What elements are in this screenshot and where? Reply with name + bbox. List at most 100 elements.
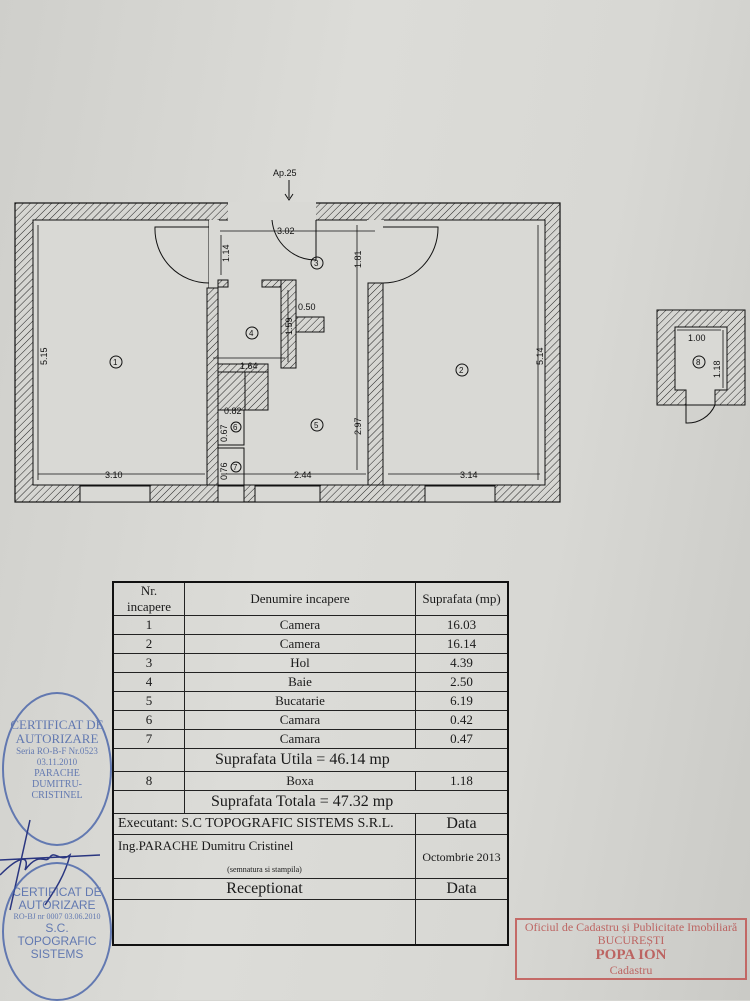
dim-box-height: 1.18 [712, 360, 722, 378]
dim-box-width: 1.00 [688, 333, 706, 343]
area-table: Nr. incapere Denumire incapere Suprafata… [112, 581, 509, 946]
storage-box-door [685, 404, 716, 424]
room1-door [154, 226, 210, 284]
room-number: 5 [314, 421, 319, 430]
window [254, 485, 321, 503]
room-number: 4 [249, 329, 254, 338]
entrance-arrow-icon [284, 193, 294, 201]
stamp-title: CERTIFICAT DE AUTORIZARE [12, 885, 102, 912]
total-area-row: Suprafata Totala = 47.32 mp [112, 790, 509, 814]
total-area: Suprafata Totala = 47.32 mp [184, 790, 509, 814]
cadastre-office-stamp: Oficiul de Cadastru și Publicitate Imobi… [515, 918, 747, 980]
room-number: 6 [233, 423, 238, 432]
stamp-name: PARACHE DUMITRU-CRISTINEL [31, 768, 83, 801]
stamp-line: POPA ION [595, 947, 667, 963]
room-number: 8 [696, 358, 701, 367]
dim-room1-height: 5.15 [39, 347, 49, 365]
dim-room2-width: 3.14 [460, 470, 478, 480]
cell-nr: 3 [112, 653, 185, 673]
stamp-date: 03.11.2010 [36, 757, 78, 767]
engineer-name: Ing.PARACHE Dumitru Cristinel [118, 838, 294, 853]
received-label: Receptionat [112, 878, 416, 900]
stamp-title: CERTIFICAT DE AUTORIZARE [10, 717, 104, 746]
cell-nr: 5 [112, 691, 185, 711]
empty-row [112, 899, 509, 946]
room-number-markers: 1 2 3 4 5 6 7 8 [109, 256, 706, 473]
cell-name: Hol [184, 653, 416, 673]
entrance-door [271, 219, 317, 261]
cell-area: 0.47 [415, 729, 509, 749]
date-label: Data [415, 813, 509, 835]
authorization-stamp-company: CERTIFICAT DE AUTORIZARE RO-BJ nr 0007 0… [2, 862, 112, 1001]
cell-nr: 7 [112, 729, 185, 749]
window [217, 485, 245, 503]
dim-room1-width: 3.10 [105, 470, 123, 480]
stamp-series: RO-BJ nr 0007 03.06.2010 [13, 912, 101, 921]
window [79, 485, 151, 503]
engineer-row: Ing.PARACHE Dumitru Cristinel (semnatura … [112, 834, 509, 879]
stamp-series: Seria RO-B-F Nr.0523 [16, 746, 98, 756]
cell-name: Camara [184, 710, 416, 730]
dim-kitchen-height: 2.97 [353, 417, 363, 435]
room-2 [382, 219, 546, 486]
room-number: 1 [113, 358, 118, 367]
cell-name: Camera [184, 615, 416, 635]
executant-row: Executant: S.C TOPOGRAFIC SISTEMS S.R.L.… [112, 813, 509, 835]
cell-nr: 1 [112, 615, 185, 635]
stamp-line: BUCUREȘTI [597, 933, 665, 947]
dim-kitchen-width: 2.44 [294, 470, 312, 480]
cell-area: 6.19 [415, 691, 509, 711]
room-1 [32, 219, 210, 486]
dim-pantry7-height: 0.76 [219, 462, 229, 480]
room-number: 2 [459, 366, 464, 375]
stamp-line: Oficiul de Cadastru și Publicitate Imobi… [524, 920, 738, 934]
dim-bath-width: 1.64 [240, 361, 258, 371]
cell-name: Boxa [184, 771, 416, 791]
received-date-label: Data [415, 878, 509, 900]
cell-name: Baie [184, 672, 416, 692]
dim-room2-height: 5.14 [535, 347, 545, 365]
cell-name: Bucatarie [184, 691, 416, 711]
room-number: 7 [233, 463, 238, 472]
room2-door [382, 226, 439, 284]
floor-plan: Ap.25 3.02 1.14 1.81 0.50 1.59 1.64 5.15… [14, 168, 746, 503]
cell-nr: 8 [112, 771, 185, 791]
entrance-gap [228, 202, 316, 221]
executant: Executant: S.C TOPOGRAFIC SISTEMS S.R.L. [112, 813, 416, 835]
dim-hall-upper: 1.14 [221, 244, 231, 262]
header-nr: Nr. incapere [112, 581, 185, 616]
cell-name: Camara [184, 729, 416, 749]
cell-nr: 2 [112, 634, 185, 654]
date-value: Octombrie 2013 [415, 834, 509, 879]
dim-hall-right: 1.81 [353, 250, 363, 268]
authorization-stamp-personal: CERTIFICAT DE AUTORIZARE Seria RO-B-F Nr… [2, 692, 112, 846]
cell-area: 16.14 [415, 634, 509, 654]
useful-area-row: Suprafata Utila = 46.14 mp [112, 748, 509, 772]
pantry-7 [217, 447, 245, 486]
cell-area: 2.50 [415, 672, 509, 692]
cell-area: 4.39 [415, 653, 509, 673]
dim-bath-wall: 0.50 [298, 302, 316, 312]
window [424, 485, 496, 503]
cell-area: 16.03 [415, 615, 509, 635]
cell-name: Camera [184, 634, 416, 654]
dim-hall-width: 3.02 [277, 226, 295, 236]
cell-area: 0.42 [415, 710, 509, 730]
header-name: Denumire incapere [184, 581, 416, 616]
room-number: 3 [314, 259, 319, 268]
dim-pantry6-width: 0.82 [224, 406, 242, 416]
dim-pantry6-height: 0.67 [219, 424, 229, 442]
useful-area: Suprafata Utila = 46.14 mp [184, 748, 509, 772]
stamp-line: Cadastru [609, 963, 653, 977]
signature-note: (semnatura si stampila) [227, 865, 302, 874]
stamp-company: S.C. TOPOGRAFIC SISTEMS [17, 921, 97, 961]
